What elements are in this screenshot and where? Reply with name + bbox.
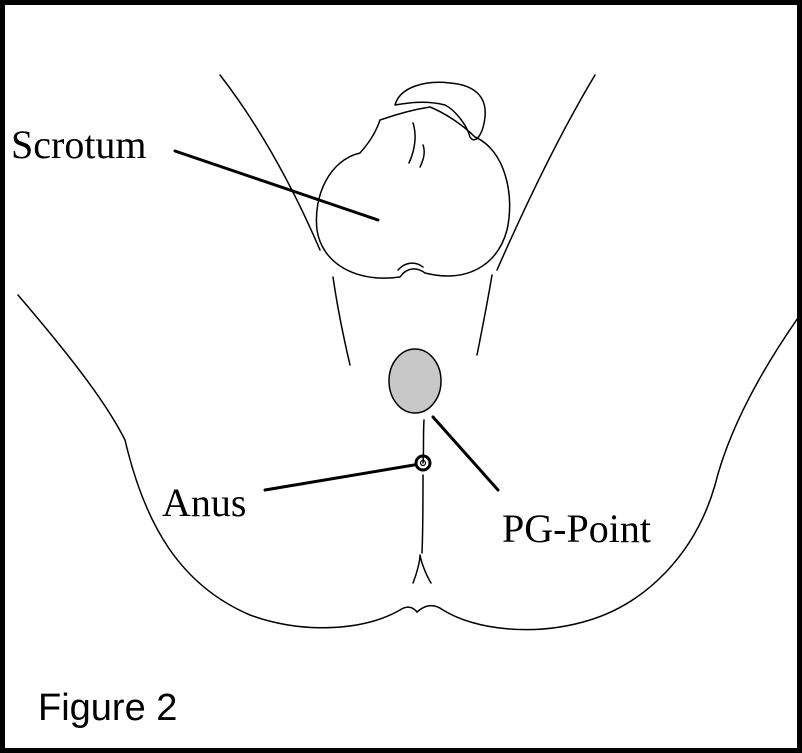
right-thigh-line (497, 75, 595, 270)
scrotum-fold (420, 145, 424, 167)
anatomy-diagram (5, 5, 797, 748)
left-buttock (18, 295, 417, 628)
perineum-right-line (477, 275, 492, 355)
gluteal-cleft-line (422, 475, 423, 553)
coccyx-tip (413, 555, 431, 583)
pg-point-label: PG-Point (502, 509, 651, 549)
anus-label: Anus (162, 483, 246, 523)
figure-caption: Figure 2 (38, 689, 177, 727)
left-thigh-line (220, 75, 320, 250)
scrotum-label: Scrotum (11, 125, 147, 165)
right-buttock (417, 315, 797, 630)
anus-leader-line (265, 465, 414, 490)
perineum-left-line (333, 277, 350, 365)
scrotum-seam (409, 123, 415, 163)
pg-point-marker (389, 349, 441, 413)
pg-point-leader-line (433, 417, 498, 490)
